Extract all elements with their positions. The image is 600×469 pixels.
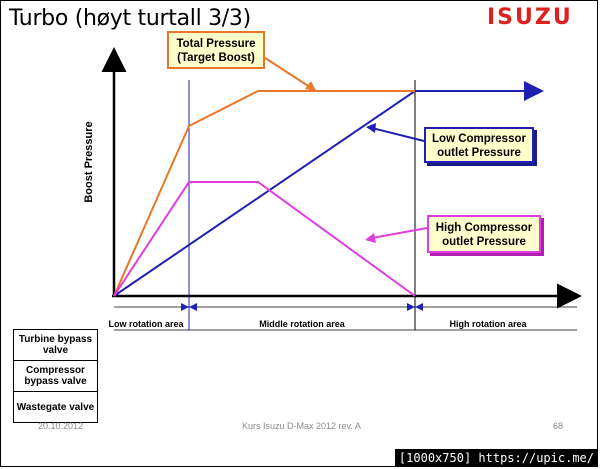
y-axis-label: Boost Pressure <box>83 121 95 203</box>
callout-text: High Compressor <box>435 222 533 234</box>
zone-marker <box>415 303 423 311</box>
zone-label-high: High rotation area <box>449 319 527 329</box>
zone-marker <box>189 303 197 311</box>
zone-label-low: Low rotation area <box>108 319 184 329</box>
slide-title: Turbo (høyt turtall 3/3) <box>9 6 251 31</box>
footer-course: Kurs Isuzu D-Max 2012 rev. A <box>242 421 361 431</box>
footer-page-number: 68 <box>553 421 564 431</box>
valve-table: Turbine bypass valve Compressor bypass v… <box>13 329 98 423</box>
callout-text: outlet Pressure <box>442 236 526 248</box>
valve-label: Compressor bypass valve <box>13 360 98 392</box>
valve-label: Turbine bypass valve <box>13 329 98 361</box>
total-callout-pointer-tip <box>305 81 316 91</box>
total-pressure-line <box>113 90 415 297</box>
valve-label: Wastegate valve <box>13 391 98 423</box>
low-compressor-pressure-line <box>113 81 544 297</box>
table-row: Turbine bypass valve <box>13 329 98 361</box>
zone-marker <box>407 303 415 311</box>
callout-text: Total Pressure <box>176 38 256 50</box>
isuzu-logo: ISUZU <box>487 5 573 30</box>
low-compressor-callout: Low Compressor outlet Pressure <box>424 127 534 163</box>
high-callout-pointer <box>371 227 428 239</box>
callout-text: Low Compressor <box>432 133 526 145</box>
callout-text: (Target Boost) <box>177 52 255 64</box>
high-compressor-pressure-line <box>113 181 416 297</box>
total-callout-pointer <box>261 55 317 92</box>
zone-marker <box>181 303 189 311</box>
low-callout-pointer <box>371 127 425 142</box>
high-compressor-callout: High Compressor outlet Pressure <box>427 215 541 253</box>
watermark: [1000x750] https://upic.me/ <box>394 449 598 467</box>
table-row: Wastegate valve <box>13 391 98 423</box>
low-callout-pointer-tip <box>366 123 376 133</box>
footer-date: 20.10.2012 <box>38 421 84 431</box>
zone-label-middle: Middle rotation area <box>259 319 345 329</box>
callout-text: outlet Pressure <box>437 147 521 159</box>
high-callout-pointer-tip <box>365 233 376 243</box>
total-pressure-callout: Total Pressure (Target Boost) <box>167 31 265 69</box>
table-row: Compressor bypass valve <box>13 360 98 392</box>
